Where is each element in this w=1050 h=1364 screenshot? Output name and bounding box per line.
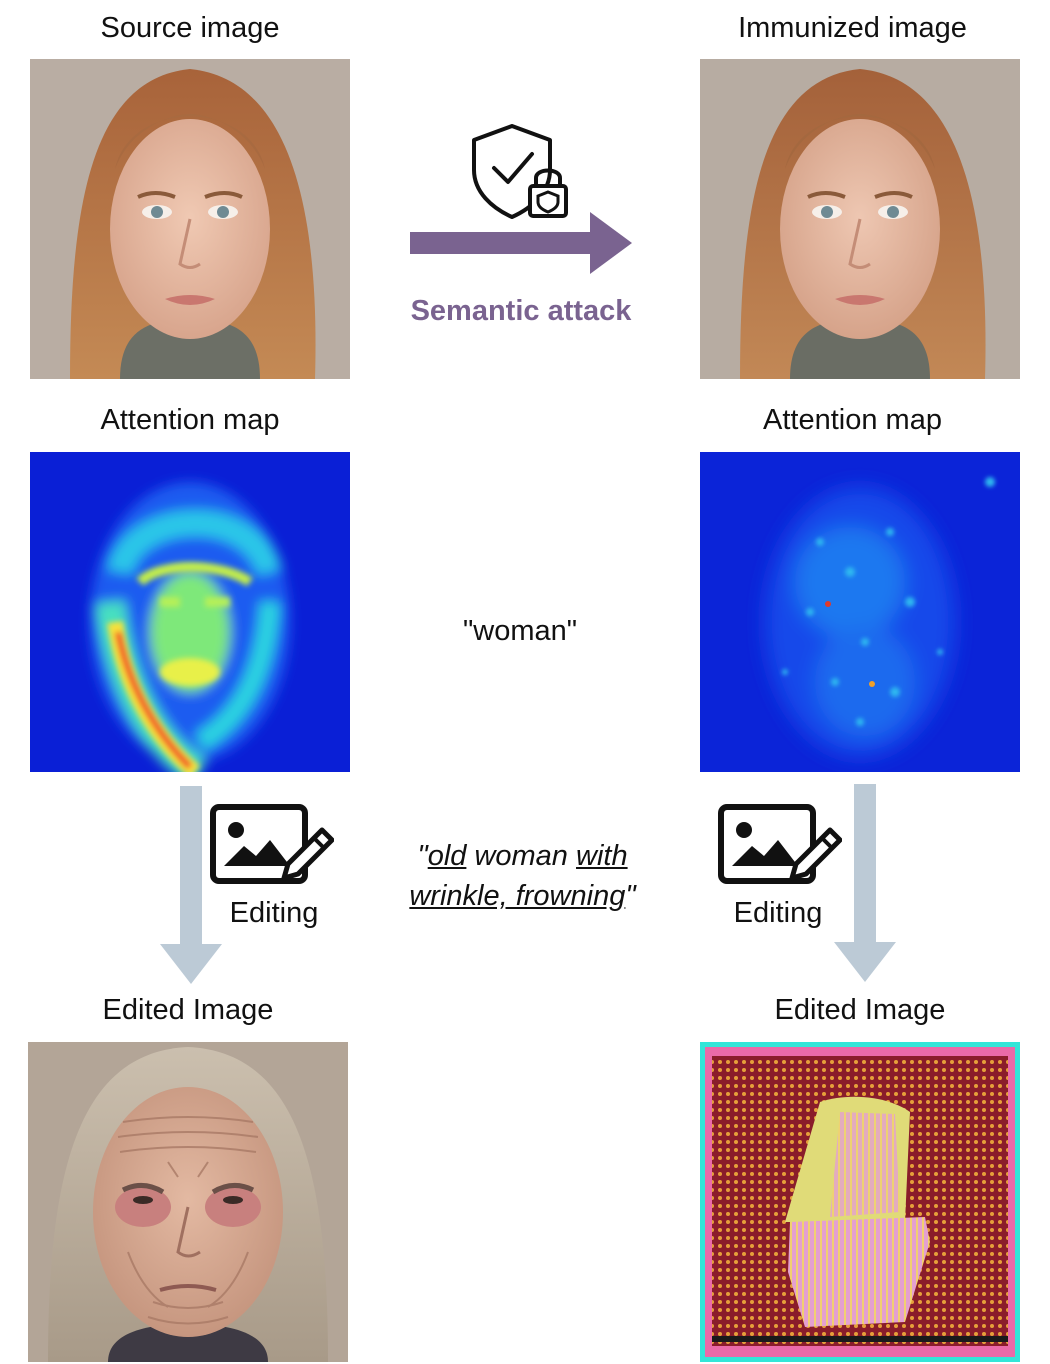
attention-map-left-label: Attention map <box>100 404 280 436</box>
edit-arrow-right <box>834 784 896 982</box>
attack-arrow <box>410 212 632 274</box>
attention-map-right-label: Attention map <box>763 404 942 436</box>
edited-image-immunized <box>700 1042 1020 1362</box>
source-image-label: Source image <box>100 12 280 44</box>
prompt-quote-close: " <box>625 880 636 912</box>
editing-left-label: Editing <box>229 897 319 929</box>
source-image <box>30 59 350 379</box>
token-word: "woman" <box>462 615 578 647</box>
attention-map-source <box>30 452 350 772</box>
edited-image-source <box>28 1042 348 1362</box>
shield-check-lock-icon <box>470 122 570 222</box>
semantic-attack-label: Semantic attack <box>410 295 632 327</box>
edit-arrow-left <box>160 786 222 984</box>
attack-arrow-head <box>590 212 632 274</box>
prompt-words-wrinkle-frowning: wrinkle, frowning <box>409 880 626 912</box>
edit-prompt: "old woman with wrinkle, frowning" <box>380 836 665 916</box>
attack-arrow-shaft <box>410 232 595 254</box>
edited-image-right-label: Edited Image <box>774 994 946 1026</box>
immunized-image <box>700 59 1020 379</box>
edited-image-left-label: Edited Image <box>102 994 274 1026</box>
image-edit-icon <box>210 804 335 884</box>
attention-map-immunized <box>700 452 1020 772</box>
prompt-word-woman: woman <box>474 840 568 872</box>
prompt-word-with: with <box>576 840 628 872</box>
image-edit-icon <box>718 804 843 884</box>
editing-right-label: Editing <box>733 897 823 929</box>
prompt-word-old: old <box>427 840 467 872</box>
immunized-image-label: Immunized image <box>738 12 967 44</box>
prompt-quote-open: " <box>417 840 428 872</box>
